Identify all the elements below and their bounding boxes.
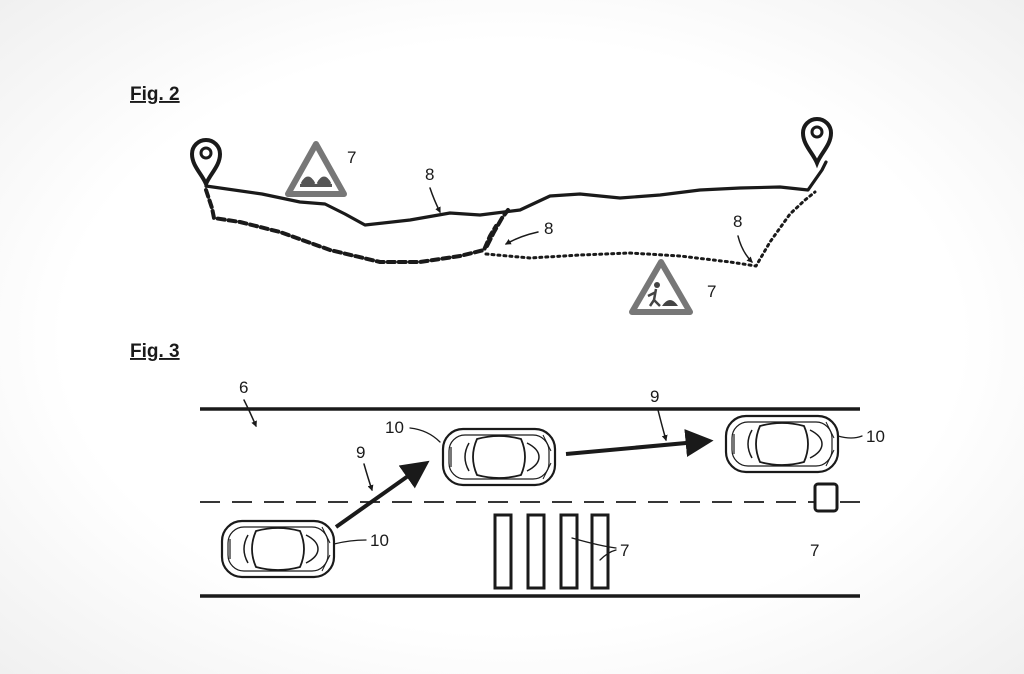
- ref-obstacle-box: 7: [810, 541, 819, 560]
- ref-route-right: 8: [733, 212, 742, 231]
- ref-obstacles-crossing: 7: [620, 541, 629, 560]
- ref-route-upper: 8: [425, 165, 434, 184]
- ref-hazard-bottom: 7: [707, 282, 716, 301]
- location-pin-icon: [801, 117, 833, 165]
- fig2-title: Fig. 2: [130, 84, 180, 105]
- trajectory-arrow-left: [334, 460, 430, 529]
- obstacle-stripes: [493, 513, 610, 590]
- bumpy-road-warning-icon: [285, 141, 347, 197]
- location-pin-icon: [190, 138, 222, 186]
- car-icon: [724, 414, 840, 474]
- car-icon: [220, 519, 336, 579]
- ref-trajectory-left: 9: [356, 443, 365, 462]
- ref-vehicle-right: 10: [866, 427, 885, 446]
- route-dashed-segment: [485, 208, 510, 248]
- ref-route-mid: 8: [544, 219, 553, 238]
- route-dashed-line: [204, 188, 498, 264]
- ref-hazard-top: 7: [347, 148, 356, 167]
- road-works-warning-icon: [629, 259, 693, 315]
- obstacle-box: [813, 482, 839, 513]
- ref-road: 6: [239, 378, 248, 397]
- fig3-title: Fig. 3: [130, 341, 180, 362]
- ref-vehicle-middle: 10: [385, 418, 404, 437]
- route-solid-line: [204, 160, 828, 227]
- route-dotted-line: [484, 190, 817, 268]
- ref-vehicle-left: 10: [370, 531, 389, 550]
- car-icon: [441, 427, 557, 487]
- ref-trajectory-right: 9: [650, 387, 659, 406]
- trajectory-arrow-right: [565, 429, 714, 457]
